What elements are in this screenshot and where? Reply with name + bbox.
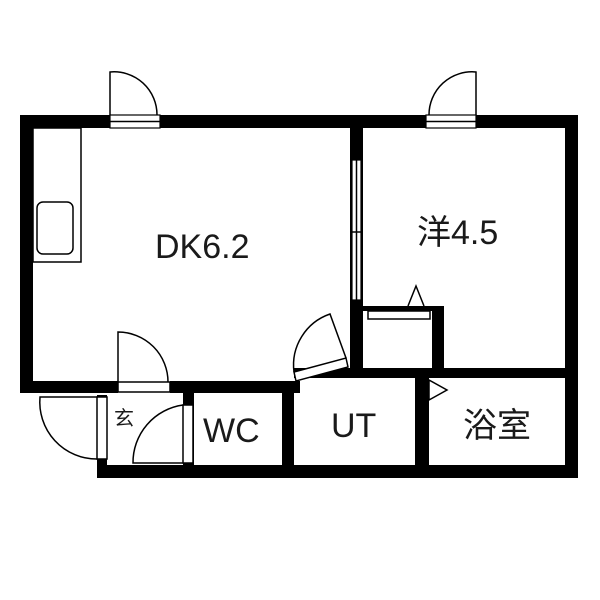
- windows: [109, 114, 477, 301]
- closet-door: [367, 310, 431, 320]
- door-swing-ut: [292, 313, 347, 373]
- wall-dk-bottom-mid: [170, 381, 300, 393]
- bath-door-mark: [428, 378, 449, 402]
- wall-right: [565, 115, 578, 478]
- wall-top: [20, 115, 578, 128]
- door-ut: [293, 357, 349, 382]
- door-wc: [182, 404, 194, 464]
- door-swing-front: [39, 396, 98, 460]
- doors: [39, 313, 449, 464]
- wall-dk-bottom: [20, 381, 118, 393]
- room-label-dk: DK6.2: [155, 228, 250, 266]
- room-label-entrance: 玄: [114, 406, 134, 430]
- sink: [36, 201, 74, 255]
- door-swing-wc: [132, 404, 184, 464]
- window-swing-western: [428, 71, 477, 116]
- window-swing-dk: [109, 71, 158, 116]
- wall-closet-top: [363, 306, 444, 311]
- room-label-bath: 浴室: [463, 407, 531, 445]
- wall-ut-bath: [415, 368, 429, 478]
- wall-wc-right: [282, 384, 294, 478]
- door-dk-entrance: [117, 381, 171, 393]
- door-front: [96, 396, 108, 460]
- door-swing-dk-entrance: [117, 331, 169, 383]
- wall-closet-right: [432, 306, 444, 368]
- closet-hinge-mark: [407, 283, 425, 307]
- room-label-western: 洋4.5: [417, 214, 498, 252]
- wall-ut-top: [294, 368, 578, 378]
- room-labels: DK6.2 洋4.5 玄 WC UT 浴室: [114, 214, 531, 450]
- wall-bottom: [97, 465, 578, 478]
- room-label-ut: UT: [331, 407, 376, 445]
- top-swing-openings: [109, 71, 477, 116]
- room-label-wc: WC: [203, 412, 260, 450]
- closet: [367, 283, 431, 320]
- wall-left: [20, 115, 33, 393]
- kitchen: [32, 127, 82, 263]
